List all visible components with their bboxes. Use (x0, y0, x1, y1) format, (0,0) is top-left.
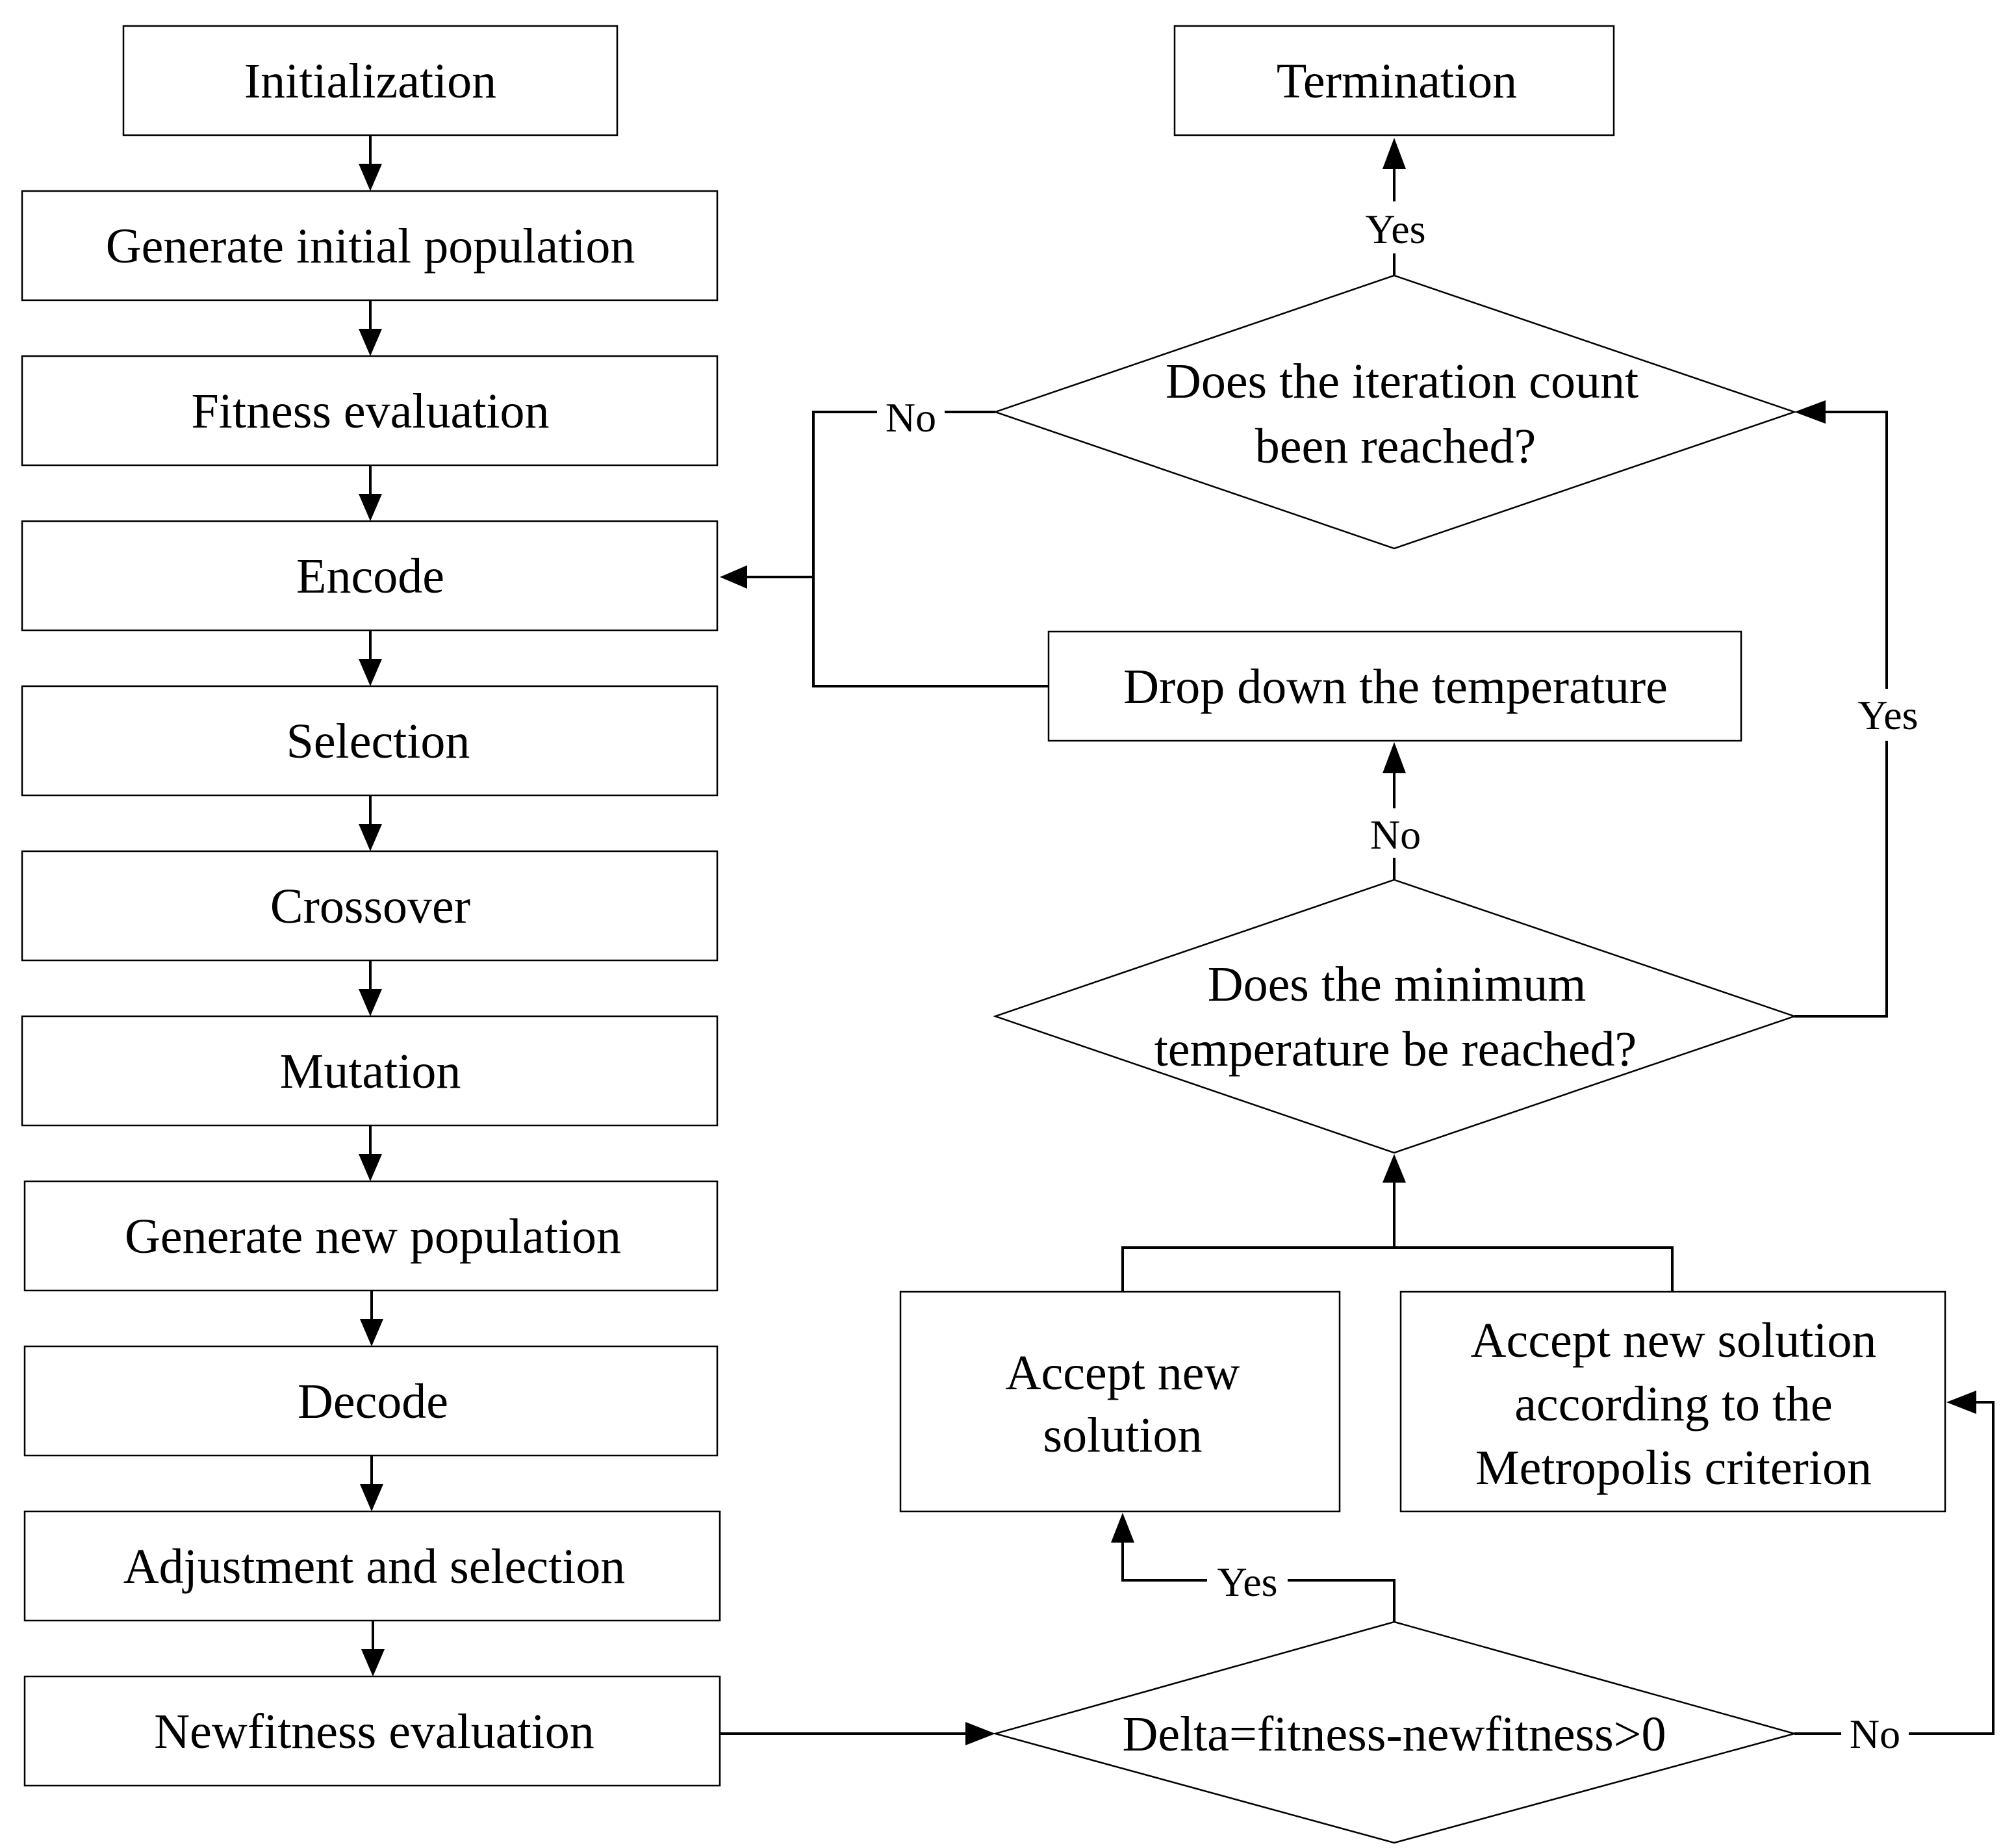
accept-new-solution-node: Accept new solution (899, 1290, 1341, 1513)
min-temperature-decision: Does the minimum temperature be reached? (993, 879, 1797, 1154)
generate-initial-population-node: Generate initial population (21, 190, 719, 302)
encode-label: Encode (296, 549, 444, 604)
generate-new-population-node: Generate new population (23, 1180, 719, 1292)
edge-delta-yes: Yes (1111, 1513, 1396, 1622)
label-yes-termination: Yes (1365, 206, 1425, 252)
accept-new-solution-line-2: solution (1043, 1408, 1203, 1463)
generate-initial-population-label: Generate initial population (106, 219, 635, 274)
selection-node: Selection (21, 685, 719, 797)
edge-iteration-no: No (720, 392, 995, 589)
termination-node: Termination (1173, 25, 1615, 136)
label-no-min-temp: No (1370, 812, 1421, 858)
label-yes-min-temp: Yes (1857, 692, 1918, 738)
label-no-iteration: No (886, 394, 936, 441)
initialization-label: Initialization (244, 54, 496, 109)
fitness-evaluation-node: Fitness evaluation (21, 355, 719, 467)
min-temperature-line-2: temperature be reached? (1154, 1022, 1637, 1077)
edge-accept-merge (1121, 1154, 1674, 1292)
edge-newfitness-to-delta (720, 1722, 995, 1745)
generate-new-population-label: Generate new population (125, 1209, 621, 1264)
edge-drop-to-encode (812, 577, 1049, 687)
drop-temperature-label: Drop down the temperature (1123, 660, 1668, 714)
min-temperature-line-1: Does the minimum (1208, 957, 1587, 1012)
iteration-count-line-2: been reached? (1255, 419, 1536, 474)
accept-metropolis-line-3: Metropolis criterion (1475, 1441, 1872, 1495)
drop-temperature-node: Drop down the temperature (1047, 630, 1742, 742)
accept-new-solution-line-1: Accept new (1006, 1346, 1240, 1400)
adjustment-and-selection-node: Adjustment and selection (23, 1510, 721, 1622)
label-no-delta: No (1850, 1711, 1900, 1757)
termination-label: Termination (1277, 54, 1517, 109)
fitness-evaluation-label: Fitness evaluation (192, 384, 550, 439)
edge-iteration-yes: Yes (1354, 138, 1434, 276)
edge-min-temp-no: No (1362, 742, 1429, 880)
newfitness-evaluation-node: Newfitness evaluation (23, 1675, 721, 1787)
selection-label: Selection (287, 714, 470, 769)
decode-label: Decode (298, 1374, 448, 1429)
newfitness-evaluation-label: Newfitness evaluation (154, 1704, 594, 1759)
decode-node: Decode (23, 1345, 719, 1457)
crossover-node: Crossover (21, 850, 719, 962)
initialization-node: Initialization (122, 25, 618, 136)
accept-metropolis-line-2: according to the (1514, 1377, 1833, 1431)
label-yes-delta: Yes (1217, 1559, 1277, 1605)
mutation-node: Mutation (21, 1015, 719, 1127)
delta-label: Delta=fitness-newfitness>0 (1122, 1707, 1666, 1762)
delta-decision: Delta=fitness-newfitness>0 (992, 1621, 1798, 1844)
mutation-label: Mutation (280, 1044, 461, 1099)
left-column-connectors (359, 135, 385, 1676)
accept-metropolis-line-1: Accept new solution (1471, 1313, 1877, 1368)
edge-delta-no: No (1794, 1391, 1995, 1758)
adjustment-and-selection-label: Adjustment and selection (123, 1539, 626, 1594)
iteration-count-decision: Does the iteration count been reached? (993, 274, 1797, 550)
edge-min-temp-yes: Yes (1794, 400, 1927, 1018)
accept-metropolis-node: Accept new solution according to the Met… (1399, 1290, 1946, 1513)
crossover-label: Crossover (270, 879, 470, 934)
encode-node: Encode (21, 520, 719, 632)
iteration-count-line-1: Does the iteration count (1166, 354, 1638, 409)
